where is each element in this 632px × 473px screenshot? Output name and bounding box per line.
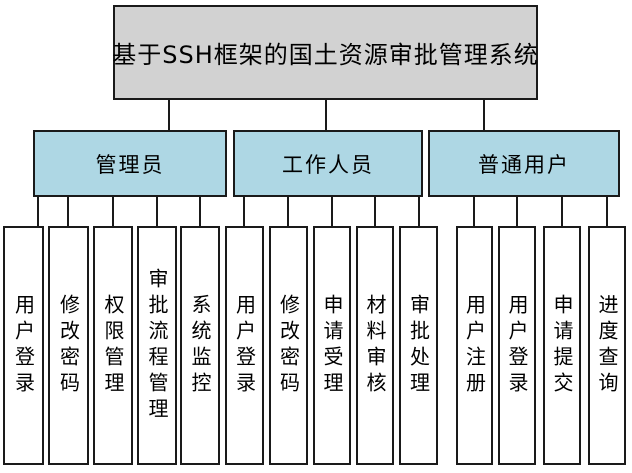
- leaf-staff-4: 材料审核: [356, 226, 394, 465]
- connector-root-branch-1: [168, 100, 170, 130]
- branch-node-public: 普通用户: [428, 130, 620, 197]
- root-node: 基于SSH框架的国土资源审批管理系统: [112, 5, 539, 100]
- connector-staff-leaf-1: [243, 197, 245, 226]
- branch-node-label: 工作人员: [282, 152, 374, 177]
- branch-node-admin: 管理员: [33, 130, 227, 197]
- connector-public-leaf-1: [473, 197, 475, 226]
- leaf-label: 用户登录: [232, 293, 257, 398]
- connector-public-leaf-2: [516, 197, 518, 226]
- connector-admin-leaf-2: [67, 197, 69, 226]
- leaf-label: 进度查询: [595, 293, 619, 398]
- connector-admin-leaf-1: [37, 197, 39, 226]
- connector-admin-leaf-4: [156, 197, 158, 226]
- leaf-admin-3: 权限管理: [93, 226, 133, 465]
- leaf-staff-1: 用户登录: [225, 226, 264, 465]
- leaf-label: 材料审核: [363, 293, 387, 398]
- leaf-admin-4: 审批流程管理: [137, 226, 177, 465]
- leaf-admin-5: 系统监控: [180, 226, 220, 465]
- leaf-label: 用户注册: [462, 293, 487, 398]
- leaf-public-2: 用户登录: [498, 226, 536, 465]
- branch-node-label: 管理员: [95, 152, 165, 177]
- branch-node-label: 普通用户: [478, 152, 570, 177]
- leaf-admin-1: 用户登录: [3, 226, 44, 465]
- leaf-staff-5: 审批处理: [399, 226, 438, 465]
- leaf-label: 申请受理: [320, 293, 344, 398]
- connector-public-leaf-4: [606, 197, 608, 226]
- connector-staff-leaf-4: [374, 197, 376, 226]
- connector-admin-leaf-3: [112, 197, 114, 226]
- leaf-label: 申请提交: [550, 293, 574, 398]
- connector-staff-leaf-2: [287, 197, 289, 226]
- leaf-label: 权限管理: [101, 293, 125, 398]
- leaf-staff-3: 申请受理: [313, 226, 351, 465]
- leaf-label: 系统监控: [188, 293, 212, 398]
- connector-root-branch-3: [483, 100, 485, 130]
- connector-public-leaf-3: [561, 197, 563, 226]
- connector-admin-leaf-5: [199, 197, 201, 226]
- connector-root-branch-2: [325, 100, 327, 130]
- connector-staff-leaf-5: [418, 197, 420, 226]
- branch-node-staff: 工作人员: [233, 130, 423, 197]
- leaf-public-4: 进度查询: [588, 226, 626, 465]
- leaf-staff-2: 修改密码: [269, 226, 308, 465]
- leaf-public-1: 用户注册: [456, 226, 493, 465]
- leaf-label: 用户登录: [505, 293, 529, 398]
- root-node-label: 基于SSH框架的国土资源审批管理系统: [112, 41, 539, 69]
- leaf-public-3: 申请提交: [543, 226, 581, 465]
- leaf-label: 用户登录: [11, 293, 36, 398]
- leaf-label: 审批流程管理: [145, 267, 169, 424]
- leaf-label: 修改密码: [276, 293, 301, 398]
- leaf-admin-2: 修改密码: [48, 226, 89, 465]
- leaf-label: 修改密码: [56, 293, 81, 398]
- leaf-label: 审批处理: [406, 293, 431, 398]
- connector-staff-leaf-3: [331, 197, 333, 226]
